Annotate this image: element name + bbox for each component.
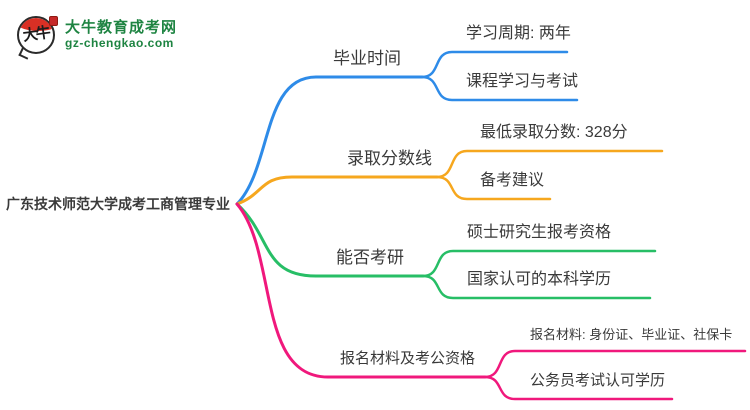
site-logo[interactable]: 大牛 大牛教育成考网 gz-chengkao.com — [16, 12, 178, 60]
logo-site-title: 大牛教育成考网 — [65, 19, 178, 37]
leaf-node-civilservice-degree: 公务员考试认可学历 — [530, 372, 666, 389]
child-curve-score-1 — [435, 149, 664, 179]
leaf-node-recognized-degree: 国家认可的本科学历 — [467, 271, 612, 288]
leaf-node-registration-materials: 报名材料: 身份证、毕业证、社保卡 — [530, 327, 733, 342]
logo-icon-text: 大牛 — [21, 24, 50, 45]
branch-curve-graduation — [235, 75, 424, 206]
branch-curve-materials — [235, 202, 487, 379]
logo-site-domain: gz-chengkao.com — [65, 35, 174, 50]
branch-curve-postgrad — [235, 202, 425, 278]
child-curve-postgrad-1 — [421, 249, 657, 278]
branch-node-materials-civilservice: 报名材料及考公资格 — [340, 350, 476, 367]
leaf-node-prep-advice: 备考建议 — [480, 172, 545, 189]
child-curve-postgrad-2 — [421, 274, 652, 300]
branch-node-admission-score: 录取分数线 — [347, 149, 432, 168]
branch-node-graduation-time: 毕业时间 — [333, 49, 401, 68]
leaf-node-masters-qualification: 硕士研究生报考资格 — [467, 224, 612, 241]
leaf-node-course-exams: 课程学习与考试 — [466, 73, 579, 90]
branch-curve-score — [235, 175, 439, 206]
leaf-node-study-period: 学习周期: 两年 — [466, 25, 571, 42]
branch-node-postgrad-eligibility: 能否考研 — [336, 248, 404, 267]
child-curve-graduation-1 — [420, 50, 569, 79]
child-curve-materials-2 — [483, 375, 674, 401]
leaf-node-minimum-score: 最低录取分数: 328分 — [480, 124, 628, 141]
child-curve-materials-1 — [483, 349, 747, 379]
daniu-logo-icon: 大牛 — [16, 12, 58, 60]
root-node: 广东技术师范大学成考工商管理专业 — [6, 196, 230, 212]
child-curve-graduation-2 — [420, 75, 579, 102]
child-curve-score-2 — [435, 175, 552, 201]
logo-red-seal-icon — [49, 16, 58, 26]
logo-circle: 大牛 — [17, 16, 55, 54]
logo-red-hat — [19, 18, 53, 31]
